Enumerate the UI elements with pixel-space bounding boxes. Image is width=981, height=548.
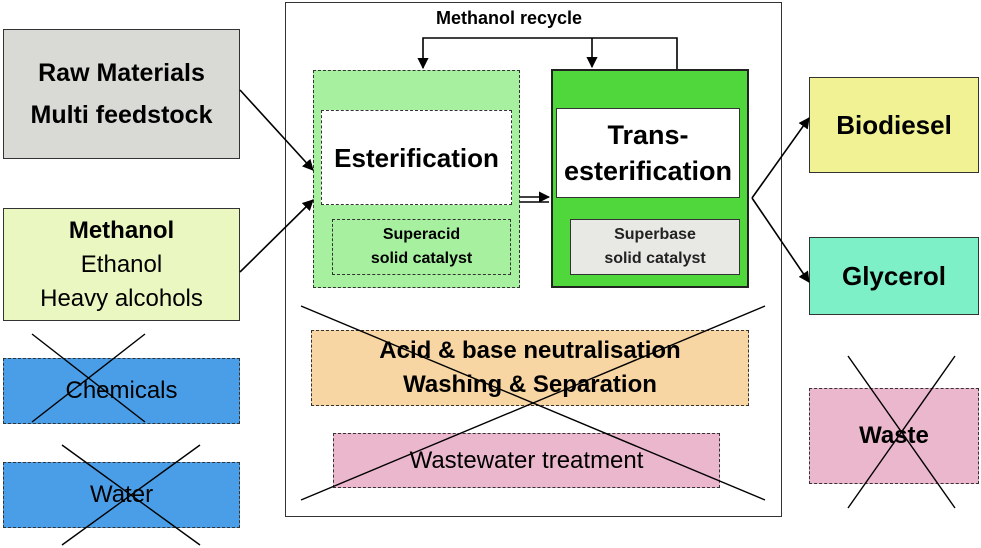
glycerol-box: Glycerol	[809, 237, 979, 315]
superacid-catalyst-box: Superacid solid catalyst	[332, 219, 511, 275]
superbase-line1: Superbase	[614, 226, 696, 243]
raw-materials-line2: Multi feedstock	[30, 101, 213, 129]
water-box: Water	[3, 462, 240, 528]
raw-materials-box: Raw Materials Multi feedstock	[3, 29, 240, 159]
biodiesel-box: Biodiesel	[809, 77, 979, 173]
alcohols-box: Methanol Ethanol Heavy alcohols	[3, 208, 240, 321]
methanol-recycle-label: Methanol recycle	[436, 8, 583, 28]
raw-materials-arrow	[239, 89, 314, 171]
methanol-recycle-loop	[417, 37, 678, 70]
superacid-line1: Superacid	[382, 226, 461, 243]
esterification-box: Esterification	[321, 110, 512, 205]
waste-label: Waste	[859, 422, 929, 449]
wastewater-label: Wastewater treatment	[409, 446, 644, 474]
raw-materials-line1: Raw Materials	[38, 59, 205, 87]
alcohol-heavy: Heavy alcohols	[40, 284, 203, 312]
wastewater-box: Wastewater treatment	[333, 433, 720, 488]
biodiesel-arrow	[751, 117, 810, 199]
process-cross	[300, 305, 766, 501]
alcohols-arrow	[239, 199, 314, 273]
biodiesel-label: Biodiesel	[836, 110, 952, 140]
alcohol-ethanol: Ethanol	[80, 250, 163, 278]
waste-box: Waste	[809, 388, 979, 484]
superbase-catalyst-box: Superbase solid catalyst	[570, 219, 740, 275]
neutralisation-box: Acid & base neutralisation Washing & Sep…	[311, 330, 749, 406]
water-cross	[61, 444, 201, 546]
chemicals-cross	[31, 333, 146, 423]
superacid-line2: solid catalyst	[370, 250, 473, 267]
neutralisation-line2: Washing & Separation	[403, 371, 657, 398]
superbase-line2: solid catalyst	[604, 250, 706, 267]
glycerol-label: Glycerol	[841, 261, 947, 291]
trans-line2: esterification	[563, 156, 733, 186]
esterification-label: Esterification	[334, 142, 499, 173]
transesterification-box: Trans- esterification	[556, 108, 740, 198]
waste-cross	[847, 355, 956, 509]
alcohol-methanol: Methanol	[68, 216, 175, 244]
trans-line1: Trans-	[607, 120, 689, 150]
glycerol-arrow	[751, 197, 810, 283]
